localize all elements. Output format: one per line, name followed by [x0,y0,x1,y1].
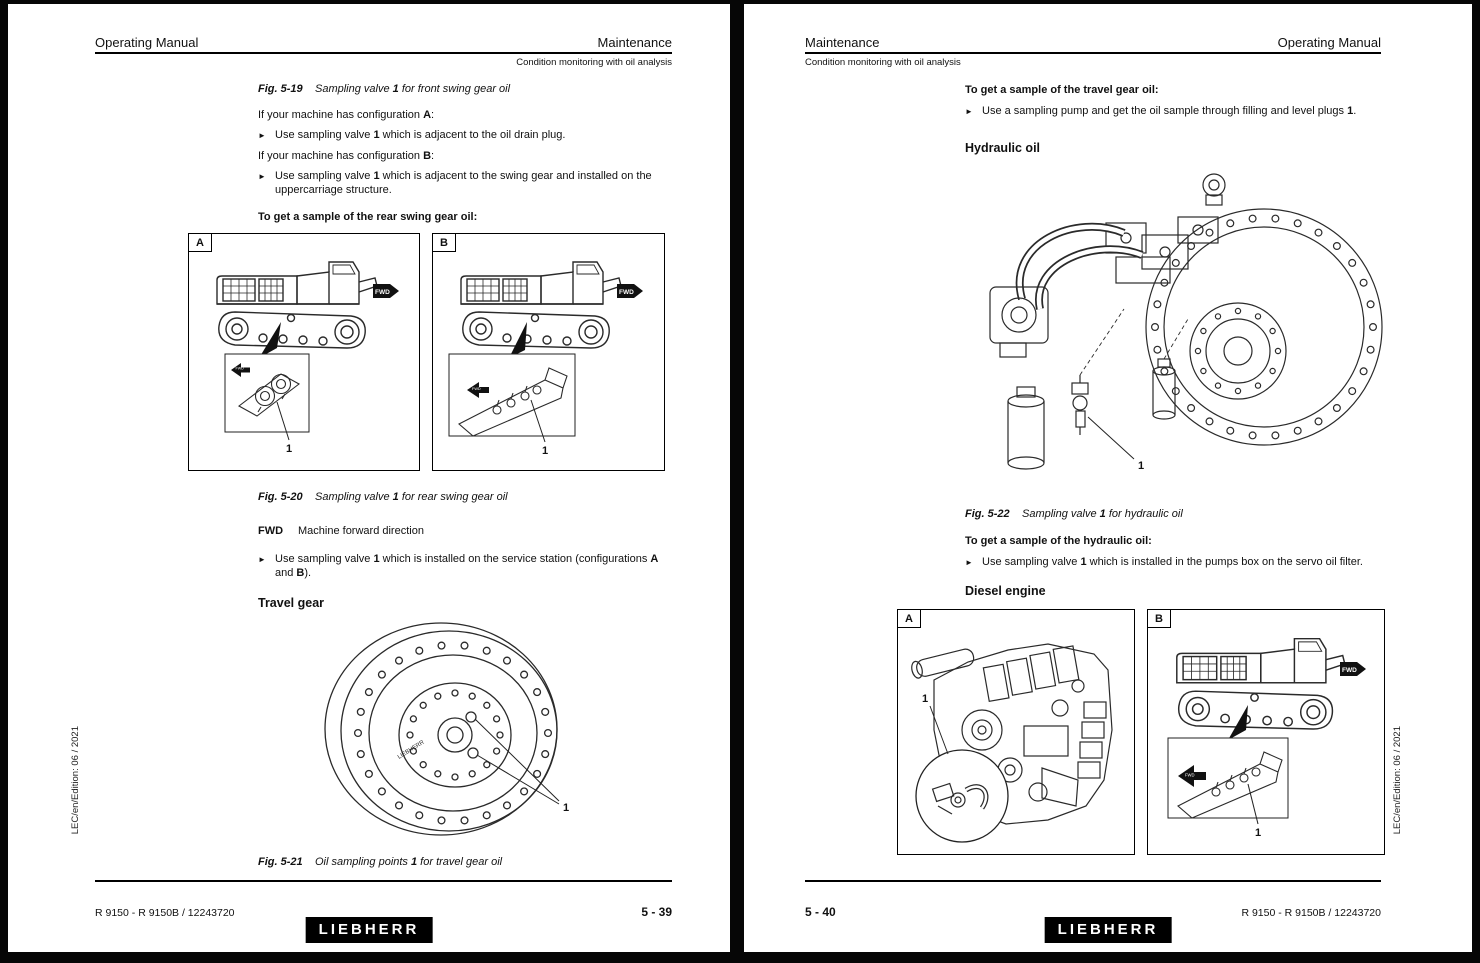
footer-rule [95,880,672,882]
figure-panel-a: A FWD FWD 1 [188,233,420,471]
caption-text: Oil sampling points 1 for travel gear oi… [315,856,503,868]
figure-panel-b: B FWD FWD 1 [432,233,665,471]
heading-rear-swing-gear: To get a sample of the rear swing gear o… [258,211,478,223]
caption-label: Fig. 5-19 [258,83,303,95]
svg-text:FWD: FWD [1342,667,1357,674]
callout-1: 1 [922,693,928,705]
diesel-engine-drawing: 1 [911,643,1113,843]
figure-caption-5-19: Fig. 5-19 Sampling valve 1 for front swi… [258,83,672,96]
fwd-definition: FWD Machine forward direction [258,525,672,539]
pointer-arrow [1228,705,1248,740]
figure-panel-a: A [897,609,1135,855]
header-right-title: Maintenance [597,35,672,50]
heading-sample-hydraulic: To get a sample of the hydraulic oil: [965,535,1152,547]
excavator-drawing-a: FWD FWD 1 [216,261,399,455]
callout-leader [530,399,546,443]
bullet-arrow-icon: ► [258,555,266,564]
header-subtitle: Condition monitoring with oil analysis [805,57,961,68]
callout-1: 1 [1255,827,1261,839]
panel-label-b: B [433,234,456,252]
callout-1: 1 [542,445,548,457]
paragraph-config-a: If your machine has configuration A: [258,109,435,121]
heading-sample-travel-gear: To get a sample of the travel gear oil: [965,84,1159,96]
hydraulic-pump-drawing: 1 [989,173,1383,472]
footer-doc-code: R 9150 - R 9150B / 12243720 [95,907,235,919]
figure-caption-5-21: Fig. 5-21 Oil sampling points 1 for trav… [258,856,672,869]
excavator-drawing-b: FWD FWD 1 [1167,637,1366,839]
sampling-valve-detail-b: FWD [1177,751,1283,819]
header-rule [805,52,1381,54]
callout-1: 1 [1138,460,1144,472]
footer-page-number: 5 - 39 [641,905,672,919]
liebherr-logo: LIEBHERR [305,917,433,943]
svg-text:FWD: FWD [619,289,634,296]
callout-leader [1247,783,1259,825]
page-right: Maintenance Operating Manual Condition m… [744,4,1472,952]
footer-rule [805,880,1381,882]
callout-leader [474,718,560,802]
sampling-valve-detail-a: FWD [231,363,301,417]
travel-gear-drawing: LIEBHERR 1 [324,622,569,836]
figure-caption-5-20: Fig. 5-20 Sampling valve 1 for rear swin… [258,491,672,504]
header-right-title: Operating Manual [1277,35,1381,50]
header-rule [95,52,672,54]
svg-text:FWD: FWD [375,289,390,296]
caption-text: Sampling valve 1 for hydraulic oil [1022,508,1183,520]
callout-1: 1 [563,802,569,814]
caption-text: Sampling valve 1 for rear swing gear oil [315,491,508,503]
footer-page-number: 5 - 40 [805,905,836,919]
fwd-definition-text: Machine forward direction [298,525,424,537]
bullet-arrow-icon: ► [965,558,973,567]
caption-text: Sampling valve 1 for front swing gear oi… [315,83,511,95]
bullet-config-b: ► Use sampling valve 1 which is adjacent… [258,170,652,196]
edition-side-text: LEC/en/Edition: 06 / 2021 [1392,726,1403,835]
bullet-service-station: ► Use sampling valve 1 which is installe… [258,553,659,579]
caption-label: Fig. 5-21 [258,856,303,868]
svg-text:FWD: FWD [1185,773,1195,778]
excavator-drawing-b: FWD FWD 1 [448,261,643,457]
callout-1: 1 [286,443,292,455]
heading-diesel-engine: Diesel engine [965,584,1046,598]
footer-doc-code: R 9150 - R 9150B / 12243720 [1241,907,1381,919]
detail-circle-frame [915,749,1009,843]
caption-label: Fig. 5-20 [258,491,303,503]
paragraph-config-b: If your machine has configuration B: [258,150,435,162]
bullet-arrow-icon: ► [258,172,266,181]
callout-leader [1087,416,1135,460]
svg-text:FWD: FWD [472,387,481,391]
edition-side-text: LEC/en/Edition: 06 / 2021 [70,726,81,835]
sampling-valve-detail [931,782,989,815]
fwd-badge: FWD [1340,662,1366,676]
pointer-arrow [509,322,527,358]
header-left-title: Operating Manual [95,35,199,50]
fwd-badge: FWD [373,284,399,298]
bullet-config-a: ► Use sampling valve 1 which is adjacent… [258,129,566,141]
fwd-badge: FWD [617,284,643,298]
liebherr-logo: LIEBHERR [1044,917,1172,943]
bullet-arrow-icon: ► [965,107,973,116]
heading-travel-gear: Travel gear [258,596,325,610]
callout-leader [476,754,560,805]
bullet-arrow-icon: ► [258,131,266,140]
figure-caption-5-22: Fig. 5-22 Sampling valve 1 for hydraulic… [965,508,1381,521]
fwd-term: FWD [258,525,284,537]
sampling-valve-detail-b: FWD [458,367,568,437]
bullet-servo-filter: ► Use sampling valve 1 which is installe… [965,556,1363,568]
caption-label: Fig. 5-22 [965,508,1010,520]
svg-text:FWD: FWD [236,367,245,371]
panel-label-a: A [189,234,212,252]
header-subtitle: Condition monitoring with oil analysis [516,57,672,68]
heading-hydraulic-oil: Hydraulic oil [965,141,1041,155]
pointer-arrow [259,322,281,358]
panel-label-b: B [1148,610,1171,628]
panel-label-a: A [898,610,921,628]
figure-panel-b: B FWD FWD 1 [1147,609,1385,855]
callout-leader [929,705,949,755]
page-left: Operating Manual Maintenance Condition m… [8,4,730,952]
header-left-title: Maintenance [805,35,880,50]
bullet-sampling-pump: ► Use a sampling pump and get the oil sa… [965,105,1357,117]
callout-leader [276,401,290,441]
